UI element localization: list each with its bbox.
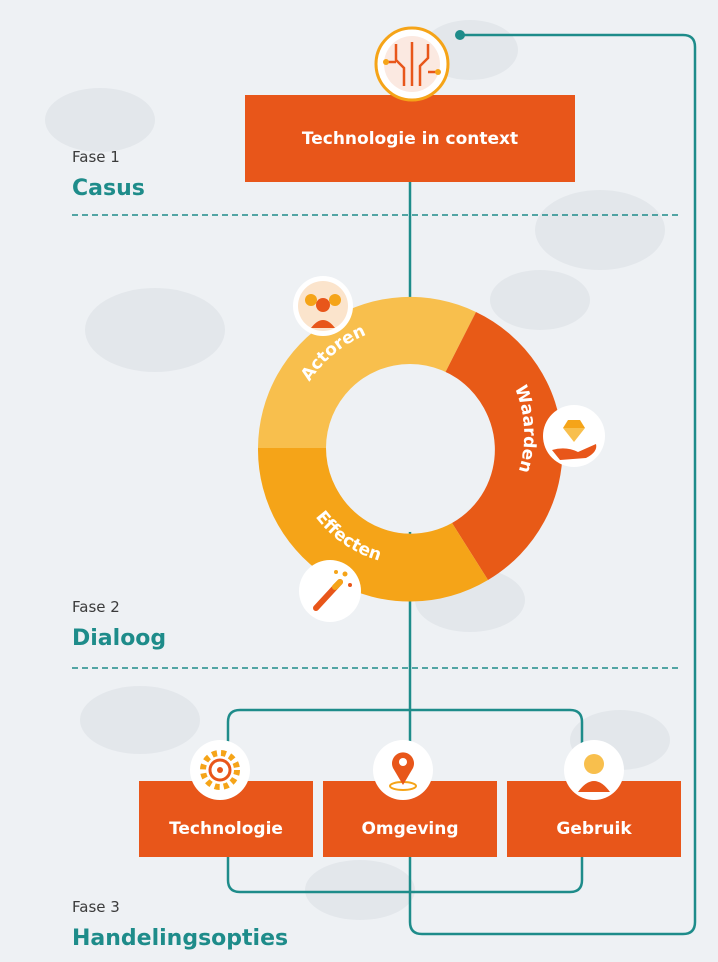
phase-1-label: Fase 1 Casus — [72, 148, 145, 201]
phase-2-small: Fase 2 — [72, 598, 120, 616]
phase-3-small: Fase 3 — [72, 898, 120, 916]
location-pin-icon — [373, 740, 433, 800]
box-technologie-label: Technologie — [169, 819, 283, 839]
ring-segment-waarden — [445, 312, 563, 580]
magic-wand-icon — [299, 560, 361, 622]
diamond-hand-icon — [543, 405, 605, 467]
people-icon — [293, 276, 353, 336]
ring-segment-actoren — [258, 296, 476, 448]
top-box-label: Technologie in context — [302, 129, 518, 149]
phase-2-label: Fase 2 Dialoog — [72, 598, 166, 651]
dialogue-ring — [257, 296, 563, 602]
user-icon — [564, 740, 624, 800]
box-omgeving-label: Omgeving — [361, 819, 458, 839]
phase-1-small: Fase 1 — [72, 148, 120, 166]
box-gebruik-label: Gebruik — [556, 819, 632, 839]
top-box — [245, 95, 575, 182]
phase-1-title: Casus — [72, 176, 145, 201]
phase-2-title: Dialoog — [72, 626, 166, 651]
connector-dot-top — [455, 30, 465, 40]
phase-3-label: Fase 3 Handelingsopties — [72, 898, 288, 951]
phase-3-title: Handelingsopties — [72, 926, 288, 951]
circuit-icon — [374, 26, 450, 102]
ring-segment-effecten — [257, 448, 488, 602]
gear-icon — [190, 740, 250, 800]
